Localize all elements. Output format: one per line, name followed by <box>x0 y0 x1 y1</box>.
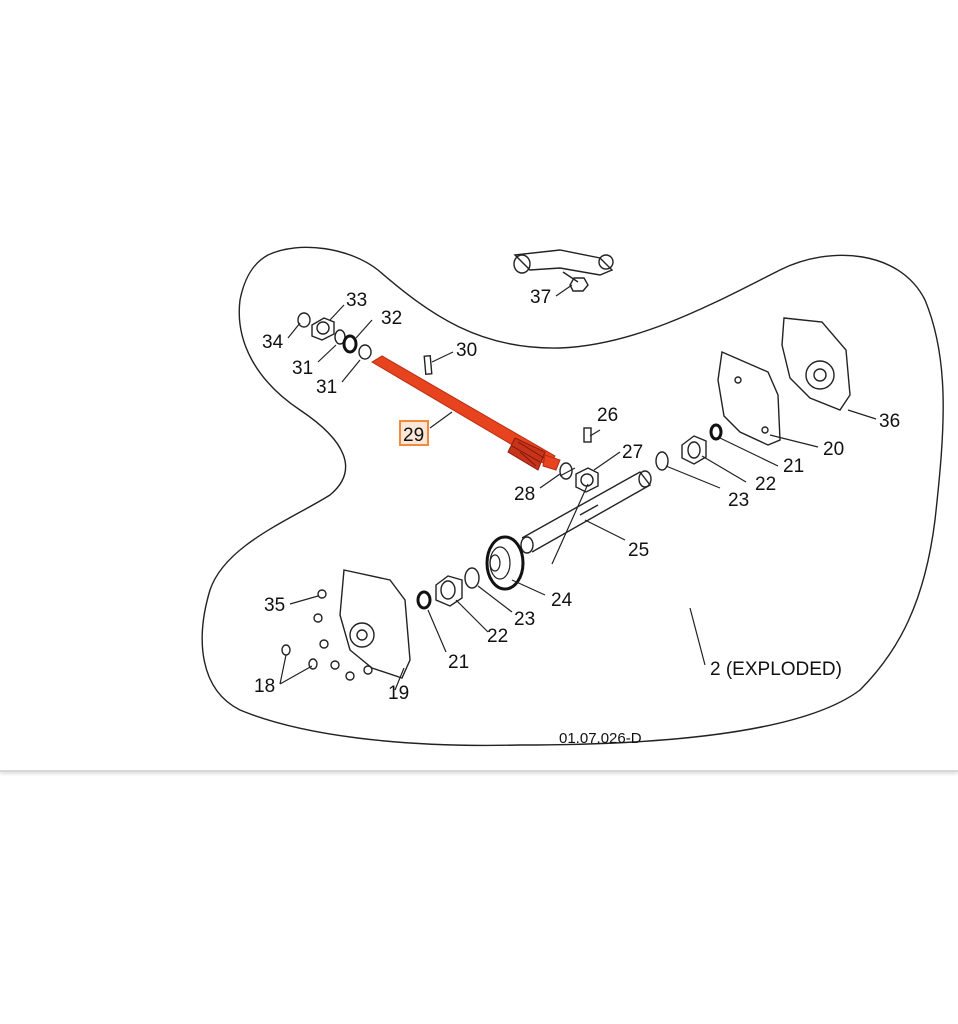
callout-32: 32 <box>381 308 402 329</box>
callout-24: 24 <box>551 590 573 611</box>
axle-25 <box>520 470 652 554</box>
seal-21-lower <box>416 590 432 610</box>
callout-22-lower: 22 <box>487 626 508 647</box>
callout-37: 37 <box>530 287 551 308</box>
callout-26: 26 <box>597 405 618 426</box>
callout-25: 25 <box>628 540 649 561</box>
callout-29: 29 <box>403 425 424 446</box>
callout-22-upper: 22 <box>755 474 776 495</box>
callout-18: 18 <box>254 676 275 697</box>
callout-20: 20 <box>823 439 844 460</box>
bolts-35 <box>313 589 373 681</box>
callout-21-upper: 21 <box>783 456 804 477</box>
callout-19: 19 <box>388 683 409 704</box>
pin-30 <box>423 355 433 375</box>
nut-33 <box>311 317 335 341</box>
seal-21-upper <box>709 423 723 441</box>
washer-23-lower <box>464 567 480 589</box>
assembly-label: 2 (EXPLODED) <box>710 659 842 680</box>
callout-31-lower: 31 <box>316 377 337 398</box>
bolt-37 <box>562 271 589 292</box>
callout-35: 35 <box>264 595 285 616</box>
pins-18 <box>281 644 318 670</box>
callout-23-lower: 23 <box>514 609 535 630</box>
callout-31-upper: 31 <box>292 358 313 379</box>
callout-21-lower: 21 <box>448 652 469 673</box>
bushing-22-lower <box>435 575 463 607</box>
highlight-box-29 <box>399 420 429 446</box>
bushing-22-upper <box>681 435 707 465</box>
gear-24 <box>485 535 525 591</box>
washer-34 <box>297 312 311 328</box>
callout-36: 36 <box>879 411 900 432</box>
callout-30: 30 <box>456 340 477 361</box>
assembly-outline <box>201 246 944 747</box>
upper-bracket <box>513 249 614 276</box>
housing-19 <box>339 569 411 679</box>
leader-lines <box>279 284 877 691</box>
washer-28 <box>559 462 573 480</box>
callout-28: 28 <box>514 484 535 505</box>
diagram-frame <box>0 770 958 772</box>
callout-33: 33 <box>346 290 367 311</box>
drawing-number: 01.07.026-D <box>559 730 642 747</box>
bushing-27 <box>575 467 599 493</box>
housing-36 <box>781 317 851 411</box>
gasket-20 <box>717 350 781 446</box>
washer-23-upper <box>655 451 669 471</box>
callout-27: 27 <box>622 442 643 463</box>
key-26 <box>583 427 592 443</box>
washer-31-lower <box>358 344 372 360</box>
worm-shaft-29 <box>371 355 561 471</box>
callout-34: 34 <box>262 332 284 353</box>
callout-23-upper: 23 <box>728 490 749 511</box>
seal-32 <box>342 334 358 354</box>
